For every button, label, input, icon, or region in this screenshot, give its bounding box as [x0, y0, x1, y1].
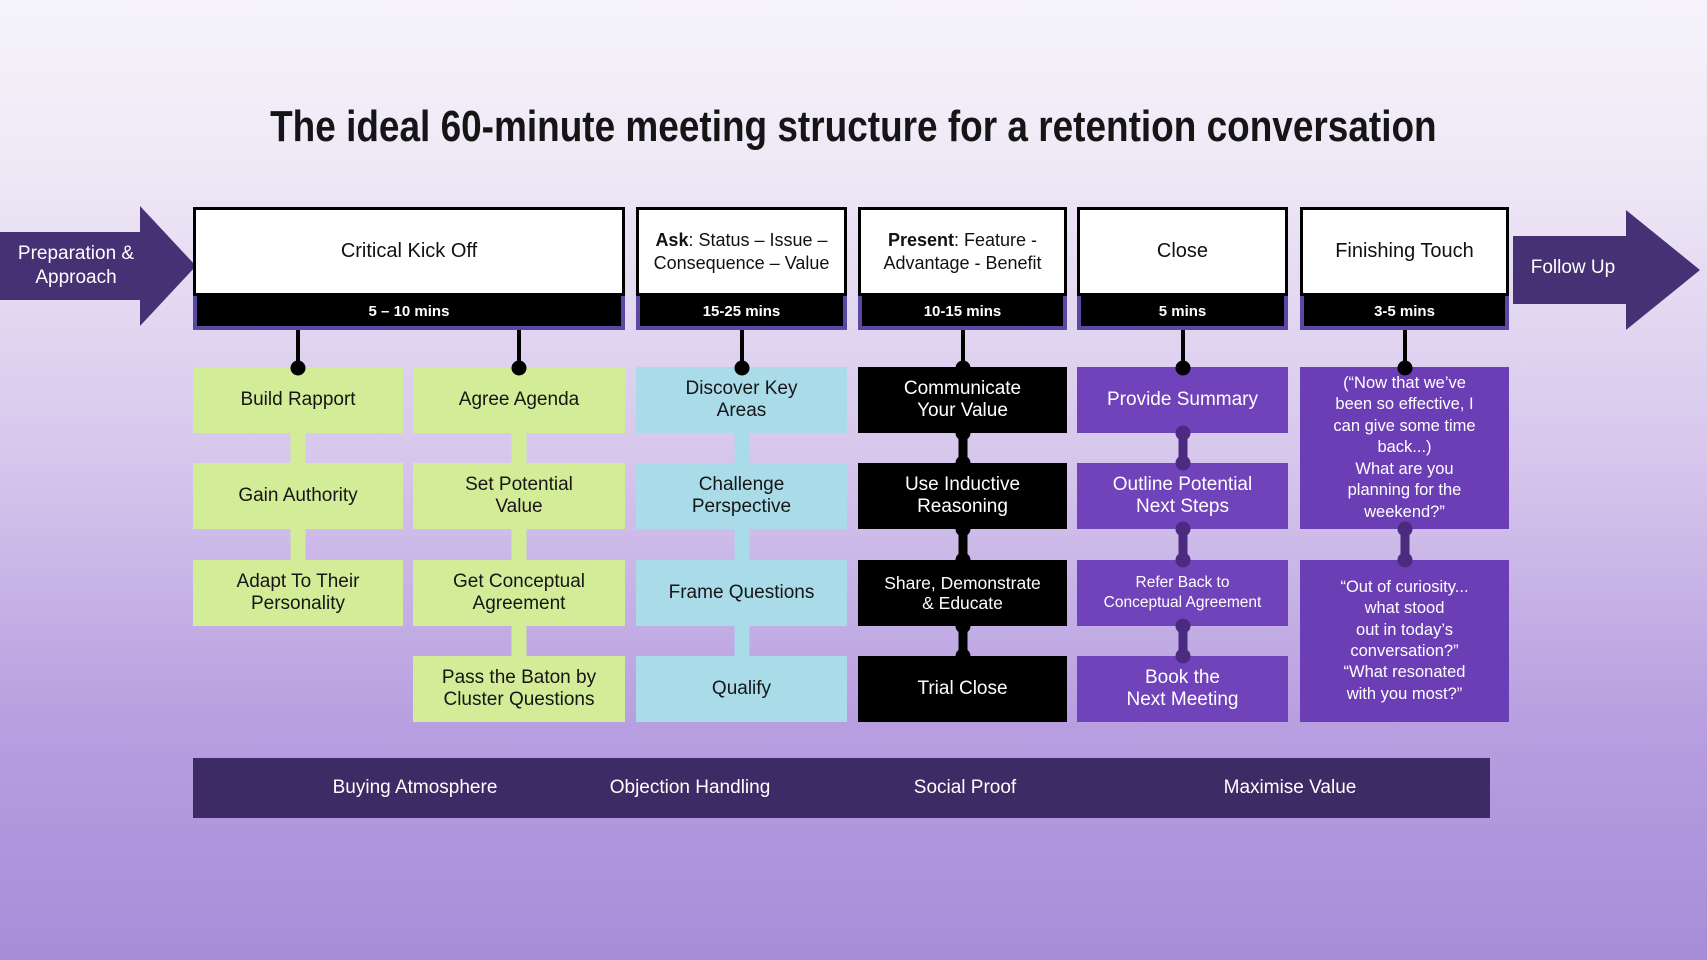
connector-dot: [290, 360, 306, 376]
step-pass-the-baton: Pass the Baton by Cluster Questions: [413, 656, 625, 722]
connector-dot: [955, 521, 971, 537]
step-gain-authority: Gain Authority: [193, 463, 403, 529]
step-provide-summary: Provide Summary: [1077, 367, 1288, 433]
theme-objection-handling: Objection Handling: [609, 777, 771, 798]
page-title: The ideal 60-minute meeting structure fo…: [0, 102, 1707, 152]
step-link: [958, 626, 968, 656]
step-qualify: Qualify: [636, 656, 847, 722]
step-link: [734, 528, 750, 561]
connector-dot: [955, 648, 971, 664]
connector-line: [1181, 329, 1185, 368]
connector-line: [961, 329, 965, 368]
step-book-the-next-meeting: Book the Next Meeting: [1077, 656, 1288, 722]
step-link: [1178, 433, 1188, 463]
step-adapt-to-their-personality: Adapt To Their Personality: [193, 560, 403, 626]
connector-dot: [1175, 552, 1191, 568]
connector-dot: [955, 360, 971, 376]
column-header-close: Close: [1077, 207, 1288, 296]
theme-buying-atmosphere: Buying Atmosphere: [332, 777, 498, 798]
step-link: [958, 529, 968, 560]
step-challenge-perspective: Challenge Perspective: [636, 463, 847, 529]
column-header-close-text: Close: [1156, 240, 1209, 262]
column-header-ask: Ask: Status – Issue – Consequence – Valu…: [636, 207, 847, 296]
step-link: [958, 433, 968, 463]
preparation-approach-arrow-icon: [0, 206, 196, 326]
connector-line: [740, 329, 744, 368]
connector-line: [517, 329, 521, 368]
step-get-conceptual-agreement: Get Conceptual Agreement: [413, 560, 625, 626]
column-header-finishing-touch-text: Finishing Touch: [1335, 240, 1474, 262]
step-finishing-quote-1: (“Now that we’ve been so effective, I ca…: [1300, 367, 1509, 529]
step-discover-key-areas: Discover Key Areas: [636, 367, 847, 433]
duration-close: 5 mins: [1077, 296, 1288, 330]
step-refer-back-to-conceptual-agreement: Refer Back to Conceptual Agreement: [1077, 560, 1288, 626]
connector-dot: [1397, 552, 1413, 568]
duration-present: 10-15 mins: [858, 296, 1067, 330]
connector-dot: [955, 455, 971, 471]
step-link: [734, 432, 750, 464]
duration-finishing-touch: 3-5 mins: [1300, 296, 1509, 330]
step-communicate-your-value: Communicate Your Value: [858, 367, 1067, 433]
preparation-approach-label: Preparation & Approach: [17, 243, 135, 288]
connector-line: [296, 329, 300, 368]
connector-dot: [1397, 521, 1413, 537]
ask-bold-text: Ask: [655, 230, 689, 250]
connector-dot: [1175, 455, 1191, 471]
step-link: [511, 432, 527, 464]
column-header-critical-kick-off: Critical Kick Off: [193, 207, 625, 296]
connector-dot: [1397, 360, 1413, 376]
present-bold-text: Present: [887, 230, 954, 250]
step-link: [511, 528, 527, 561]
connector-dot: [1175, 648, 1191, 664]
connector-line: [1403, 329, 1407, 368]
themes-bar: Buying Atmosphere Objection Handling Soc…: [193, 758, 1490, 818]
connector-dot: [955, 552, 971, 568]
connector-dot: [1175, 618, 1191, 634]
connector-dot: [734, 360, 750, 376]
theme-social-proof: Social Proof: [913, 777, 1017, 798]
follow-up-arrow-icon: [1513, 210, 1700, 330]
step-finishing-quote-2: “Out of curiosity... what stood out in t…: [1300, 560, 1509, 722]
step-link: [1400, 529, 1410, 560]
connector-dot: [511, 360, 527, 376]
step-agree-agenda: Agree Agenda: [413, 367, 625, 433]
step-link: [290, 432, 306, 464]
step-build-rapport: Build Rapport: [193, 367, 403, 433]
theme-maximise-value: Maximise Value: [1223, 777, 1357, 798]
step-link: [734, 625, 750, 657]
step-trial-close: Trial Close: [858, 656, 1067, 722]
duration-critical-kick-off: 5 – 10 mins: [193, 296, 625, 330]
step-share-demonstrate-educate: Share, Demonstrate & Educate: [858, 560, 1067, 626]
connector-dot: [1175, 521, 1191, 537]
column-header-ask-text: Ask: Status – Issue – Consequence – Valu…: [639, 229, 844, 274]
step-link: [511, 625, 527, 657]
step-outline-potential-next-steps: Outline Potential Next Steps: [1077, 463, 1288, 529]
column-header-finishing-touch: Finishing Touch: [1300, 207, 1509, 296]
ask-rest-text: : Status – Issue – Consequence – Value: [653, 230, 830, 273]
step-use-inductive-reasoning: Use Inductive Reasoning: [858, 463, 1067, 529]
column-header-critical-kick-off-text: Critical Kick Off: [340, 240, 478, 262]
duration-ask: 15-25 mins: [636, 296, 847, 330]
step-set-potential-value: Set Potential Value: [413, 463, 625, 529]
page-title-text: The ideal 60-minute meeting structure fo…: [270, 102, 1437, 151]
connector-dot: [955, 618, 971, 634]
column-header-present: Present: Feature - Advantage - Benefit: [858, 207, 1067, 296]
step-frame-questions: Frame Questions: [636, 560, 847, 626]
step-link: [1178, 529, 1188, 560]
connector-dot: [955, 425, 971, 441]
step-link: [1178, 626, 1188, 656]
follow-up-label: Follow Up: [1530, 257, 1616, 279]
column-header-present-text: Present: Feature - Advantage - Benefit: [861, 229, 1064, 274]
present-rest-text: : Feature - Advantage - Benefit: [883, 230, 1042, 273]
connector-dot: [1175, 360, 1191, 376]
step-link: [290, 528, 306, 561]
connector-dot: [1175, 425, 1191, 441]
